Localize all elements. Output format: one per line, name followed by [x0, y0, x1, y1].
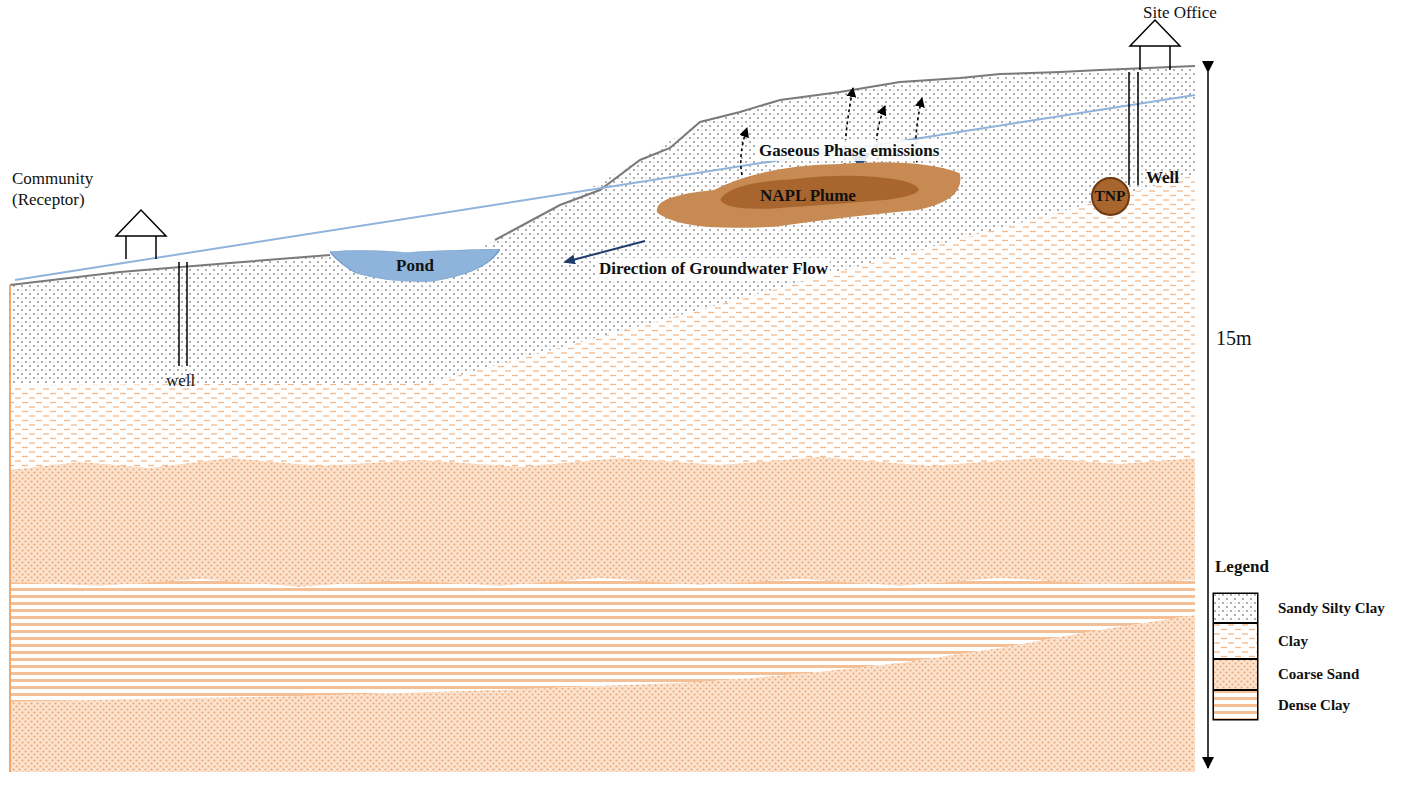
legend-frame: [1213, 593, 1258, 720]
dimension-line: [1207, 72, 1209, 768]
flow-direction-label: Direction of Groundwater Flow: [597, 258, 830, 279]
pond-shape: Pond: [330, 249, 500, 283]
tnp-circle: TNP: [1091, 177, 1130, 216]
well-label: well: [166, 370, 195, 391]
legend-text: Coarse Sand: [1278, 666, 1359, 683]
clay-layer: [10, 175, 1195, 772]
gas-emission-label: Gaseous Phase emissions: [757, 140, 941, 161]
coarse-sand-layer: [10, 457, 1195, 587]
napl-plume: NAPL Plume: [651, 158, 966, 234]
house-icon: [1130, 20, 1180, 70]
receptor-label: Community (Receptor): [12, 168, 122, 211]
legend-swatch: [1213, 593, 1258, 623]
gas-emission-arrows: [741, 88, 922, 175]
dimension-label: 15m: [1216, 326, 1252, 351]
node-text: NAPL Plume: [760, 186, 856, 206]
house-icon: [116, 210, 166, 259]
well-label: Well: [1146, 167, 1179, 188]
section-edge: [9, 285, 11, 772]
legend-swatch: [1213, 623, 1258, 659]
sandy-silty-clay-layer: [10, 66, 1195, 385]
well-casing: [179, 72, 1138, 366]
ground-surface: [10, 66, 1195, 285]
legend-swatch: [1213, 690, 1258, 720]
node-text: Pond: [396, 256, 434, 276]
legend-swatch: [1213, 659, 1258, 690]
legend-text: Sandy Silty Clay: [1278, 600, 1385, 617]
legend-text: Dense Clay: [1278, 697, 1350, 714]
site-office-label: Site Office: [1143, 2, 1217, 23]
legend-text: Clay: [1278, 633, 1308, 650]
node-text: TNP: [1095, 187, 1126, 205]
coarse-sand-layer: [10, 615, 1195, 772]
water-table: [15, 95, 1195, 280]
legend-title: Legend: [1215, 556, 1269, 577]
